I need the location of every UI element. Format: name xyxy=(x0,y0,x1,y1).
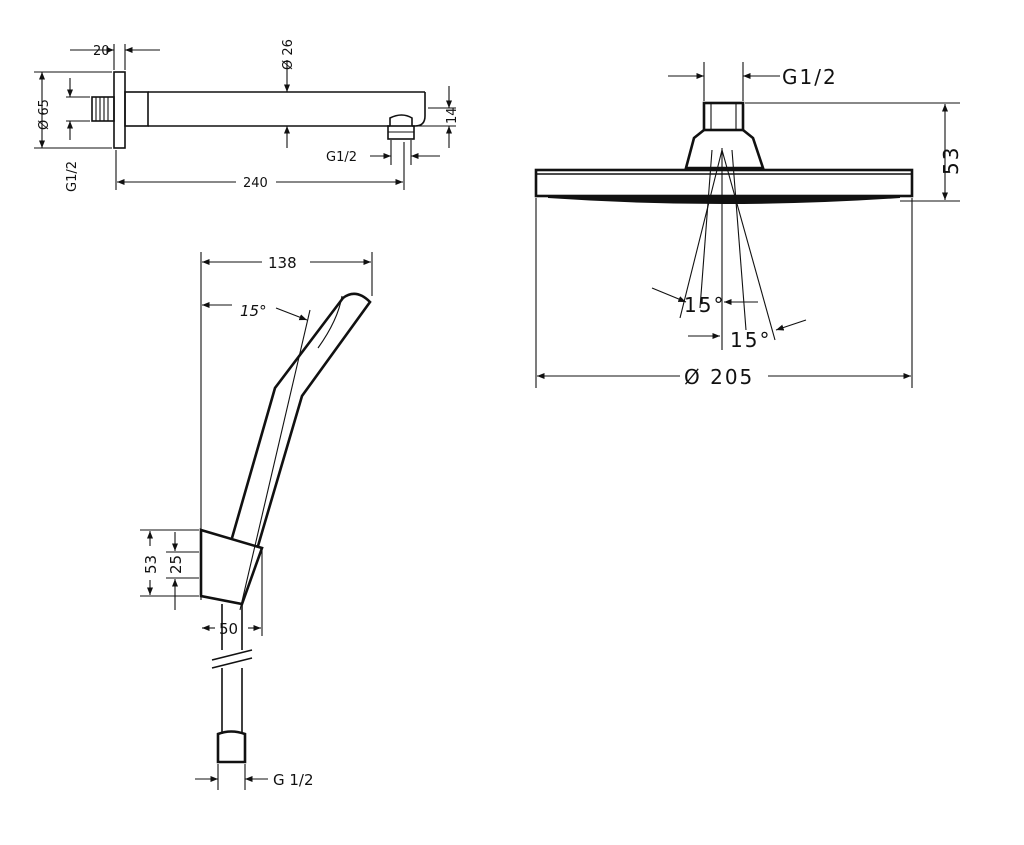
dim-head-angle-right: 15° xyxy=(688,319,807,352)
label-outlet-thread: G1/2 xyxy=(326,150,357,165)
label-holder-half: 25 xyxy=(167,555,185,574)
label-head-height: 53 xyxy=(939,146,963,175)
spray-angle-lines xyxy=(679,148,776,350)
wall-flange xyxy=(113,71,126,149)
dim-hose-thread: G 1/2 xyxy=(195,764,314,790)
label-arm-length: 240 xyxy=(243,176,268,191)
dim-head-height: 53 xyxy=(745,102,963,202)
dim-inlet-thread: G1/2 xyxy=(65,78,90,192)
shower-arm-drawing: 20 Ø 26 Ø 65 G1/2 xyxy=(34,39,460,192)
dim-hand-width: 138 xyxy=(200,252,373,600)
label-head-thread: G1/2 xyxy=(782,65,838,89)
label-head-angle-right: 15° xyxy=(730,328,771,352)
dim-arm-diameter: Ø 26 xyxy=(281,39,296,148)
inlet-thread xyxy=(91,96,115,122)
label-inlet-thread: G1/2 xyxy=(65,161,80,192)
label-head-angle-left: 15° xyxy=(684,293,725,317)
dim-hand-angle: 15° xyxy=(202,301,308,321)
arm-outlet xyxy=(387,114,415,140)
dim-arm-length: 240 xyxy=(115,142,405,191)
arm-tube xyxy=(124,91,426,127)
shower-head-drawing: G1/2 53 15° 15° Ø 205 xyxy=(534,62,963,389)
hand-shower-drawing: 138 15° 53 25 50 xyxy=(140,252,373,790)
label-holder-width: 50 xyxy=(219,620,238,638)
dim-head-diameter: Ø 205 xyxy=(535,198,913,389)
label-outlet-height: 14 xyxy=(445,107,460,124)
label-holder-height: 53 xyxy=(142,555,160,574)
label-arm-diameter: Ø 26 xyxy=(281,39,296,70)
label-head-diameter: Ø 205 xyxy=(684,365,754,389)
hand-shower-holder xyxy=(199,528,264,606)
label-hand-width: 138 xyxy=(268,254,297,272)
dim-outlet-thread: G1/2 xyxy=(326,140,440,165)
dim-flange-diameter: Ø 65 xyxy=(34,71,112,149)
label-hose-thread: G 1/2 xyxy=(273,771,314,789)
dim-holder-width: 50 xyxy=(202,550,263,638)
dim-holder-half: 25 xyxy=(166,532,199,610)
dim-outlet-height: 14 xyxy=(416,86,460,148)
dim-head-angle-left: 15° xyxy=(651,287,758,317)
head-connector-nut xyxy=(702,101,745,132)
hand-shower-handle xyxy=(230,292,372,547)
label-flange-width: 20 xyxy=(93,44,110,59)
dim-head-thread: G1/2 xyxy=(668,62,838,101)
label-flange-diameter: Ø 65 xyxy=(37,99,52,130)
hose-nut xyxy=(216,730,247,764)
head-body xyxy=(534,168,914,204)
label-hand-angle: 15° xyxy=(240,302,267,320)
dim-holder-height: 53 xyxy=(140,529,199,597)
head-neck xyxy=(684,128,765,170)
dim-flange-width: 20 xyxy=(70,44,160,70)
hose xyxy=(211,604,253,734)
